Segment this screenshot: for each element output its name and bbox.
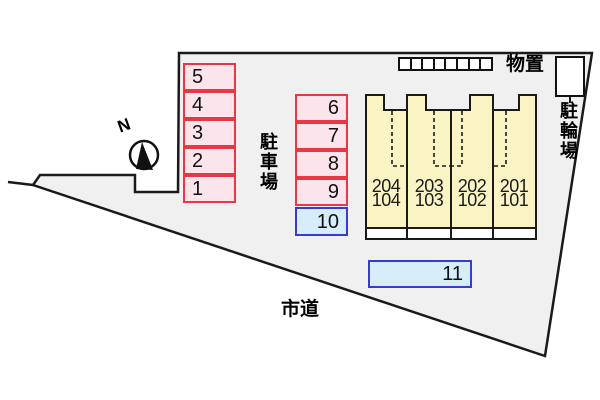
parking-space-9: 9 <box>295 178 348 206</box>
unit-upper: 201 <box>499 176 529 196</box>
unit-lower: 103 <box>414 190 444 210</box>
unit-lower: 102 <box>457 190 487 210</box>
city-road-label: 市道 <box>281 299 320 320</box>
parking-space-1: 1 <box>183 175 236 203</box>
parking-space-8: 8 <box>295 150 348 178</box>
parking-space-5: 5 <box>183 63 236 91</box>
road-edge-extension <box>7 180 34 187</box>
parking-space-6: 6 <box>295 94 348 122</box>
storage-locker-cell <box>479 57 493 71</box>
parking-space-10: 10 <box>295 207 348 236</box>
unit-label-202-102: 202 102 <box>450 176 494 210</box>
unit-upper: 204 <box>371 176 401 196</box>
parking-space-3: 3 <box>183 119 236 147</box>
unit-upper: 202 <box>457 176 487 196</box>
compass-icon <box>128 139 160 171</box>
parking-space-7: 7 <box>295 122 348 150</box>
unit-upper: 203 <box>414 176 444 196</box>
unit-label-201-101: 201 101 <box>492 176 536 210</box>
unit-label-204-104: 204 104 <box>364 176 408 210</box>
stairwell-dashed-lines <box>391 111 507 167</box>
parking-space-4: 4 <box>183 91 236 119</box>
storage-label: 物置 <box>506 54 545 75</box>
storage-lockers <box>398 57 493 71</box>
parking-lot-label: 駐車場 <box>258 132 278 192</box>
unit-label-203-103: 203 103 <box>407 176 451 210</box>
unit-lower: 104 <box>371 190 401 210</box>
bicycle-shed <box>555 56 585 97</box>
bicycle-parking-label: 駐輪場 <box>558 101 578 161</box>
unit-lower: 101 <box>499 190 529 210</box>
parking-space-11: 11 <box>368 260 472 288</box>
parking-space-2: 2 <box>183 147 236 175</box>
